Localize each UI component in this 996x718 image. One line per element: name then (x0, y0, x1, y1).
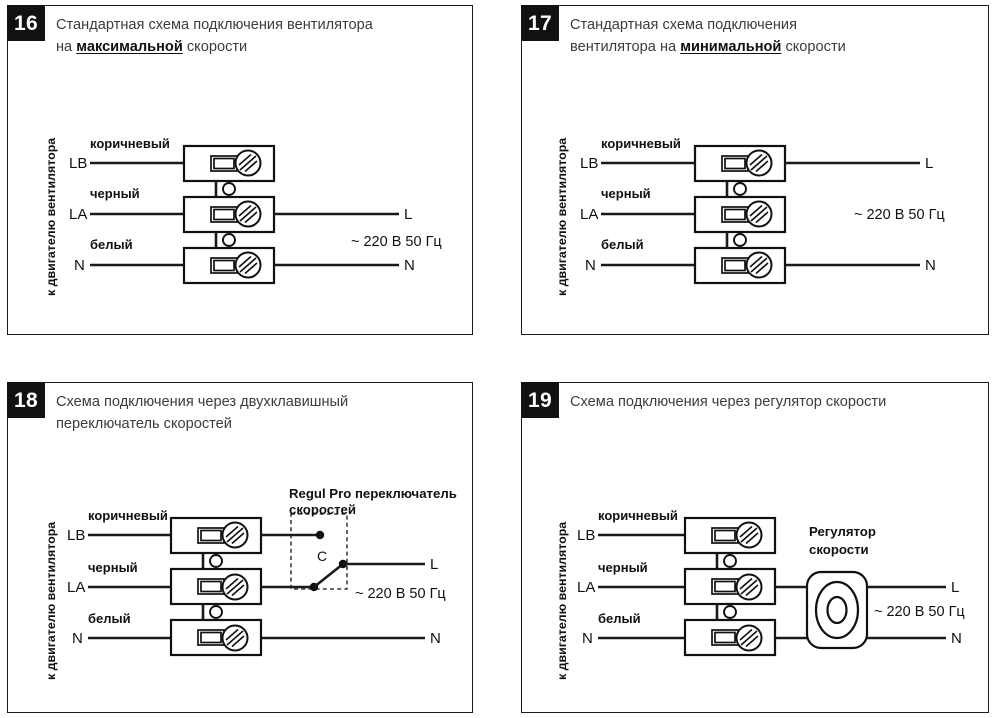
motor-side-label: к двигателю вентилятора (44, 522, 58, 680)
panel-number-badge: 16 (7, 5, 45, 41)
panel-19: 19 Схема подключения через регулятор ско… (521, 382, 989, 713)
joint-la-n (723, 605, 737, 619)
wire-label-white: белый (601, 237, 644, 252)
terminal-block-lb (169, 516, 263, 555)
terminal-label-n: N (585, 257, 596, 274)
joint-lb-la (723, 554, 737, 568)
panel-number-badge: 17 (521, 5, 559, 41)
terminal-block-la (169, 567, 263, 606)
joint-lb-la (209, 554, 223, 568)
panel-17: 17 Стандартная схема подключения вентиля… (521, 5, 989, 335)
mains-label-n: N (430, 630, 441, 647)
panel-title-emphasis: максимальной (76, 39, 183, 56)
wire-label-brown: коричневый (601, 136, 681, 151)
mains-label-l: L (430, 556, 438, 573)
panel-title-line-2-pre: переключатель скоростей (56, 416, 232, 433)
panel-title-line-2-pre: вентилятора на (570, 39, 681, 56)
joint-la-n (733, 233, 747, 247)
terminal-block-n (169, 618, 263, 657)
wire-label-brown: коричневый (90, 136, 170, 151)
wiring-diagram-19: к двигателю вентилятора коричневый черны… (522, 383, 988, 712)
terminal-label-n: N (74, 257, 85, 274)
wire-label-white: белый (88, 611, 131, 626)
panel-title-line-1: Стандартная схема подключения (570, 17, 797, 33)
terminal-label-lb: LB (577, 527, 595, 544)
terminal-block-n (182, 246, 276, 285)
joint-la-n (222, 233, 236, 247)
wire-label-brown: коричневый (88, 508, 168, 523)
terminal-block-la (693, 195, 787, 234)
panel-title: Схема подключения через регулятор скорос… (570, 391, 978, 413)
panel-number-badge: 19 (521, 382, 559, 418)
switch-contact-high (315, 530, 325, 540)
terminal-label-lb: LB (67, 527, 85, 544)
panel-number-badge: 18 (7, 382, 45, 418)
terminal-label-lb: LB (580, 155, 598, 172)
terminal-block-la (683, 567, 777, 606)
panel-title: Схема подключения через двухклавишный пе… (56, 391, 462, 435)
terminal-block-la (182, 195, 276, 234)
mains-label-n: N (404, 257, 415, 274)
terminal-label-la: LA (67, 579, 85, 596)
motor-side-label: к двигателю вентилятора (555, 522, 569, 680)
wire-label-black: черный (90, 186, 140, 201)
mains-voltage-label: ~ 220 В 50 Гц (355, 586, 446, 602)
wire-label-black: черный (88, 560, 138, 575)
terminal-block-lb (693, 144, 787, 183)
panel-title-line-2-post: скорости (182, 39, 248, 56)
joint-la-n (209, 605, 223, 619)
joint-lb-la (733, 182, 747, 196)
motor-side-label: к двигателю вентилятора (44, 138, 58, 296)
speed-regulator-body[interactable] (805, 570, 869, 650)
terminal-label-la: LA (577, 579, 595, 596)
mains-label-l: L (925, 155, 933, 172)
panel-title-line-2-pre: на (56, 39, 77, 56)
wire-label-brown: коричневый (598, 508, 678, 523)
switch-label-line-2: скоростей (289, 502, 356, 517)
regulator-label-line-1: Регулятор (809, 524, 876, 539)
regulator-label-line-2: скорости (809, 542, 869, 557)
joint-lb-la (222, 182, 236, 196)
terminal-label-n: N (582, 630, 593, 647)
mains-voltage-label: ~ 220 В 50 Гц (874, 604, 965, 620)
motor-side-label: к двигателю вентилятора (555, 138, 569, 296)
mains-label-l: L (951, 579, 959, 596)
switch-label-line-1: Regul Pro переключатель (289, 486, 457, 501)
switch-enclosure (290, 513, 348, 590)
panel-title-line-1: Стандартная схема подключения вентилятор… (56, 17, 373, 33)
panel-title-line-1: Схема подключения через двухклавишный (56, 394, 349, 410)
wiring-diagram-18: к двигателю вентилятора коричневый черны… (8, 383, 472, 712)
terminal-block-lb (182, 144, 276, 183)
panel-title-emphasis: минимальной (680, 39, 782, 56)
wire-label-black: черный (601, 186, 651, 201)
wiring-diagram-17: к двигателю вентилятора коричневый черны… (522, 6, 988, 334)
switch-lever (313, 562, 344, 589)
terminal-label-n: N (72, 630, 83, 647)
mains-label-n: N (925, 257, 936, 274)
terminal-block-n (693, 246, 787, 285)
panel-18: 18 Схема подключения через двухклавишный… (7, 382, 473, 713)
panel-16: 16 Стандартная схема подключения вентиля… (7, 5, 473, 335)
terminal-label-la: LA (580, 206, 598, 223)
panel-title: Стандартная схема подключения вентилятор… (56, 14, 462, 58)
wire-label-white: белый (90, 237, 133, 252)
terminal-label-la: LA (69, 206, 87, 223)
wiring-diagram-16: к двигателю вентилятора коричневый черны… (8, 6, 472, 334)
mains-label-n: N (951, 630, 962, 647)
panel-title-line-2-post: скорости (781, 39, 846, 56)
mains-label-l: L (404, 206, 412, 223)
wire-label-white: белый (598, 611, 641, 626)
mains-voltage-label: ~ 220 В 50 Гц (854, 207, 945, 223)
panel-title-line-1: Схема подключения через регулятор скорос… (570, 394, 887, 410)
terminal-block-lb (683, 516, 777, 555)
wire-label-black: черный (598, 560, 648, 575)
switch-common-marker: C (317, 548, 327, 564)
terminal-block-n (683, 618, 777, 657)
mains-voltage-label: ~ 220 В 50 Гц (351, 234, 442, 250)
terminal-label-lb: LB (69, 155, 87, 172)
panel-title: Стандартная схема подключения вентилятор… (570, 14, 978, 58)
